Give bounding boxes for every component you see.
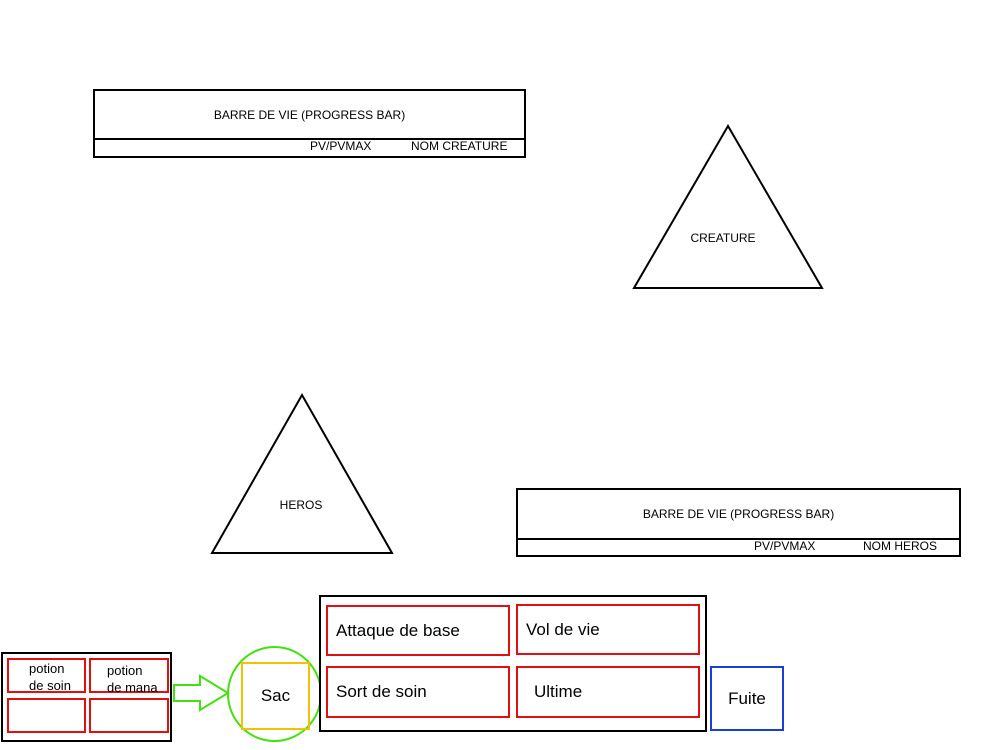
slot-label-line1: potion [107, 663, 143, 678]
creature-health-bar: BARRE DE VIE (PROGRESS BAR) [95, 91, 524, 140]
creature-label: CREATURE [690, 231, 756, 245]
hero-name-text: NOM HEROS [863, 539, 938, 553]
creature-health-info: PV/PVMAX NOM CREATURE [95, 138, 524, 156]
slot-label-line2: de mana [107, 680, 158, 695]
life-steal-label: Vol de vie [526, 620, 600, 639]
hero-sprite [210, 392, 394, 554]
heal-spell-button[interactable]: Sort de soin [326, 666, 510, 718]
bag-button[interactable]: Sac [241, 662, 310, 730]
inventory-slot-empty[interactable] [7, 698, 86, 733]
slot-label-line1: potion [29, 661, 65, 676]
inventory-slot-mana-potion[interactable]: potion de mana [89, 658, 169, 695]
flee-button[interactable]: Fuite [710, 666, 784, 731]
inventory-slot-empty[interactable] [89, 698, 169, 733]
arrow-icon [173, 674, 230, 712]
bag-label: Sac [260, 686, 291, 705]
inventory-slot-health-potion[interactable]: potion de soin [7, 658, 86, 693]
hero-label: HEROS [279, 498, 323, 512]
heal-spell-label: Sort de soin [336, 682, 427, 701]
creature-name-text: NOM CREATURE [411, 139, 508, 153]
creature-sprite [632, 124, 824, 289]
ultimate-label: Ultime [534, 682, 583, 701]
creature-health-bar-label: BARRE DE VIE (PROGRESS BAR) [213, 107, 406, 122]
slot-label-line2: de soin [29, 678, 71, 693]
inventory-panel: potion de soin potion de mana [1, 652, 172, 742]
creature-health-panel: BARRE DE VIE (PROGRESS BAR) PV/PVMAX NOM… [93, 89, 526, 158]
creature-hp-text: PV/PVMAX [310, 139, 372, 153]
hero-health-bar-label: BARRE DE VIE (PROGRESS BAR) [642, 507, 835, 521]
hero-health-info: PV/PVMAX NOM HEROS [518, 538, 959, 555]
hero-health-bar: BARRE DE VIE (PROGRESS BAR) [518, 490, 959, 540]
flee-label: Fuite [728, 688, 766, 708]
basic-attack-label: Attaque de base [336, 620, 460, 640]
life-steal-button[interactable]: Vol de vie [516, 604, 700, 655]
hero-hp-text: PV/PVMAX [754, 539, 816, 553]
basic-attack-button[interactable]: Attaque de base [326, 605, 510, 656]
hero-health-panel: BARRE DE VIE (PROGRESS BAR) PV/PVMAX NOM… [516, 488, 961, 557]
ultimate-button[interactable]: Ultime [516, 666, 700, 718]
